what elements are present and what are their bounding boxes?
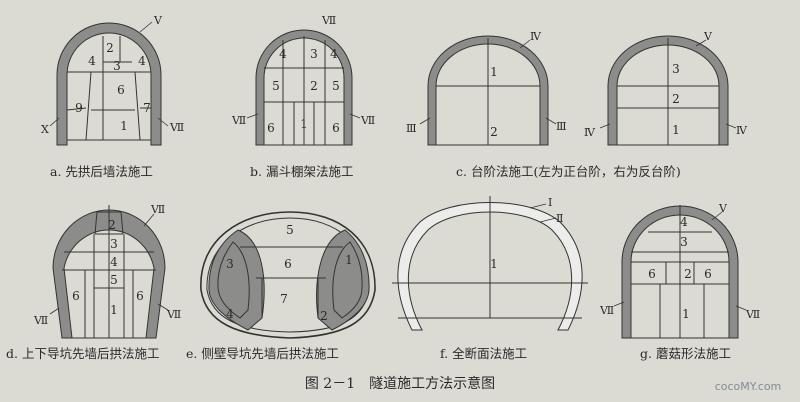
number-label: 5 bbox=[332, 79, 340, 93]
number-label: 6 bbox=[117, 83, 125, 97]
callout-label: Ⅳ bbox=[530, 30, 542, 43]
number-label: 5 bbox=[110, 273, 118, 287]
number-label: 4 bbox=[226, 307, 234, 321]
division-lines-b bbox=[264, 36, 344, 146]
division-lines-c-right bbox=[617, 38, 719, 146]
figure-title: 图 2－1 隧道施工方法示意图 bbox=[305, 375, 495, 392]
left-side-drift-e bbox=[208, 229, 265, 331]
callout-label: Ⅶ bbox=[599, 304, 614, 317]
lining-d bbox=[52, 209, 166, 339]
number-label: 1 bbox=[120, 119, 128, 133]
number-label: 2 bbox=[490, 125, 498, 139]
callout-label: Ⅰ bbox=[548, 196, 552, 209]
number-label: 5 bbox=[286, 223, 294, 237]
caption-f: f. 全断面法施工 bbox=[440, 346, 527, 361]
callout-label: Ⅱ bbox=[556, 212, 563, 225]
watermark: cocoMY.com bbox=[715, 380, 782, 393]
division-lines-g bbox=[631, 205, 729, 339]
number-label: 6 bbox=[267, 121, 275, 135]
number-label: 1 bbox=[110, 303, 118, 317]
number-label: 5 bbox=[272, 79, 280, 93]
callout-label: Ⅴ bbox=[703, 30, 713, 43]
callout-label: Ⅹ bbox=[41, 123, 49, 136]
number-label: 6 bbox=[704, 267, 712, 281]
division-lines-e bbox=[240, 246, 343, 318]
number-label: 3 bbox=[680, 235, 688, 249]
number-label: 2 bbox=[310, 79, 318, 93]
division-lines-d bbox=[62, 205, 156, 339]
callout-label: Ⅶ bbox=[33, 314, 48, 327]
callout-label: Ⅳ bbox=[584, 126, 596, 139]
panel-d: 2 3 4 5 6 1 6 Ⅶ Ⅶ Ⅶ d. 上下导坑先墙后拱法施工 bbox=[6, 203, 181, 361]
number-label: 2 bbox=[108, 218, 116, 232]
lining-a bbox=[56, 22, 162, 146]
number-label: 1 bbox=[345, 253, 353, 267]
number-label: 6 bbox=[136, 289, 144, 303]
lining-b bbox=[255, 29, 353, 146]
lining-c-left bbox=[427, 35, 549, 146]
callout-label: Ⅲ bbox=[556, 120, 567, 133]
number-label: 9 bbox=[75, 101, 83, 115]
callout-label: Ⅶ bbox=[321, 14, 336, 27]
number-label: 7 bbox=[280, 292, 288, 306]
callout-label: Ⅶ bbox=[231, 114, 246, 127]
division-lines-f bbox=[392, 196, 588, 319]
panel-c-right: 3 2 1 Ⅴ Ⅳ Ⅳ bbox=[584, 30, 748, 146]
number-label: 4 bbox=[88, 54, 96, 68]
division-lines-a bbox=[66, 36, 151, 141]
number-label: 1 bbox=[490, 65, 498, 79]
number-label: 1 bbox=[490, 257, 498, 271]
callout-label: Ⅴ bbox=[718, 202, 728, 215]
callout-label: Ⅶ bbox=[150, 203, 165, 216]
number-label: 2 bbox=[672, 92, 680, 106]
number-label: 6 bbox=[72, 289, 80, 303]
number-label: 4 bbox=[680, 215, 688, 229]
caption-g: g. 蘑菇形法施工 bbox=[640, 346, 731, 361]
panel-a: 2 3 4 4 6 9 7 1 Ⅴ Ⅹ Ⅶ a. 先拱后墙法施工 bbox=[41, 14, 184, 179]
panel-g: 4 3 6 2 6 1 Ⅴ Ⅶ Ⅶ g. 蘑菇形法施工 bbox=[599, 202, 760, 361]
number-label: 3 bbox=[113, 59, 121, 73]
number-label: 3 bbox=[110, 237, 118, 251]
number-label: 2 bbox=[106, 41, 114, 55]
caption-c: c. 台阶法施工(左为正台阶，右为反台阶) bbox=[456, 164, 681, 179]
division-lines-c-left bbox=[436, 38, 540, 146]
number-label: 6 bbox=[648, 267, 656, 281]
number-label: 3 bbox=[310, 47, 318, 61]
number-label: 4 bbox=[330, 47, 338, 61]
panel-f: 1 Ⅰ Ⅱ f. 全断面法施工 bbox=[392, 196, 588, 361]
callout-label: Ⅶ bbox=[745, 308, 760, 321]
lining-c-right bbox=[607, 35, 729, 146]
lining-g bbox=[621, 205, 739, 339]
number-label: 1 bbox=[672, 123, 680, 137]
panel-e: 5 3 6 1 7 4 2 e. 侧壁导坑先墙后拱法施工 bbox=[186, 211, 376, 361]
callout-label: Ⅴ bbox=[153, 14, 163, 27]
number-label: 7 bbox=[143, 101, 151, 115]
panel-b: 4 3 4 5 2 5 6 1 6 Ⅶ Ⅶ Ⅶ b. 漏斗棚架法施工 bbox=[231, 14, 375, 179]
caption-a: a. 先拱后墙法施工 bbox=[50, 164, 153, 179]
lining-f bbox=[397, 202, 583, 331]
callout-label: Ⅶ bbox=[360, 114, 375, 127]
callout-label: Ⅳ bbox=[736, 124, 748, 137]
number-label: 4 bbox=[138, 54, 146, 68]
number-label: 1 bbox=[682, 307, 690, 321]
number-label: 4 bbox=[279, 47, 287, 61]
callout-label: Ⅶ bbox=[166, 308, 181, 321]
number-label: 6 bbox=[332, 121, 340, 135]
callout-label: Ⅶ bbox=[169, 121, 184, 134]
number-label: 3 bbox=[672, 62, 680, 76]
callout-label: Ⅲ bbox=[406, 122, 417, 135]
number-label: 6 bbox=[284, 257, 292, 271]
number-label: 2 bbox=[320, 309, 328, 323]
number-label: 4 bbox=[110, 255, 118, 269]
right-side-drift-e bbox=[316, 229, 370, 331]
lining-e-outer bbox=[200, 211, 376, 339]
panel-c-left: 1 2 Ⅳ Ⅲ Ⅲ c. 台阶法施工(左为正台阶，右为反台阶) bbox=[406, 30, 681, 179]
caption-d: d. 上下导坑先墙后拱法施工 bbox=[6, 346, 159, 361]
number-label: 2 bbox=[684, 267, 692, 281]
number-label: 1 bbox=[300, 117, 308, 131]
caption-e: e. 侧壁导坑先墙后拱法施工 bbox=[186, 346, 339, 361]
number-label: 3 bbox=[226, 257, 234, 271]
caption-b: b. 漏斗棚架法施工 bbox=[250, 164, 353, 179]
